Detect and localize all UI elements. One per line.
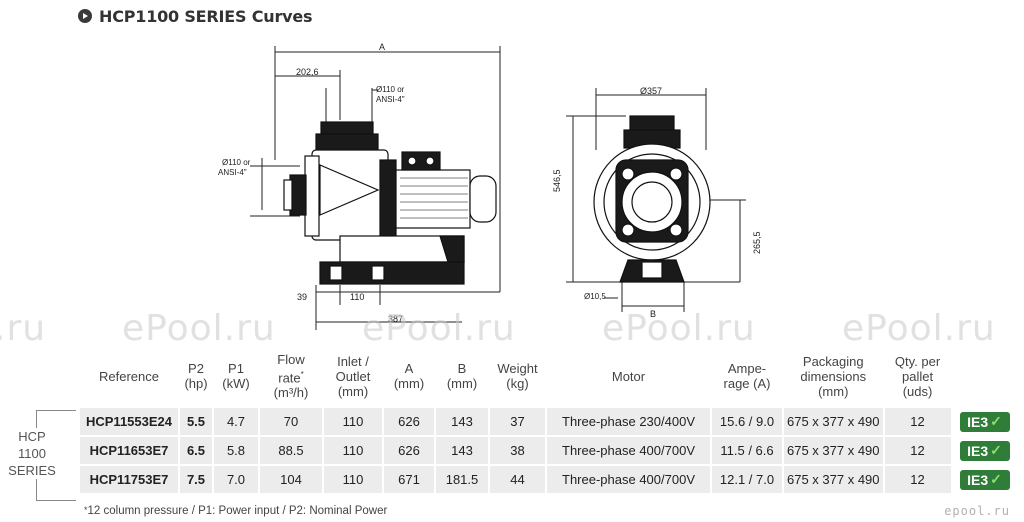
dim-a-label: A [379, 42, 386, 52]
dim-110-label: 110 [350, 292, 365, 302]
cell-packaging: 675 x 377 x 490 [784, 466, 883, 493]
section-title: HCP1100 SERIES Curves [78, 6, 313, 26]
dim-387-label: 387 [388, 314, 404, 324]
dim-outlet-label-2: ANSI-4" [376, 95, 405, 104]
checkmark-icon: ✓ [990, 442, 1002, 458]
dim-546-label: 546,5 [552, 169, 562, 192]
cell-reference: HCP11653E7 [80, 437, 178, 464]
ie3-badge: IE3✓ [959, 469, 1010, 490]
header-inlet: Inlet /Outlet(mm) [335, 353, 371, 399]
brand-watermark: epool.ru [944, 504, 1010, 518]
arrow-circle-icon [78, 9, 92, 23]
dim-265-label: 265,5 [752, 231, 762, 254]
cell-p1: 4.7 [214, 408, 258, 435]
checkmark-icon: ✓ [990, 471, 1002, 487]
cell-p2: 7.5 [180, 466, 212, 493]
cell-amperage: 12.1 / 7.0 [712, 466, 782, 493]
dim-202-label: 202,6 [296, 67, 319, 77]
dim-b-label: B [650, 309, 657, 319]
cell-motor: Three-phase 230/400V [547, 408, 710, 435]
dim-outlet-label: Ø110 or [376, 85, 405, 94]
watermark: ePool.ru [602, 308, 756, 349]
cell-inlet: 110 [324, 437, 382, 464]
table-row: HCP11553E24 5.5 4.7 70 110 626 143 37 Th… [80, 408, 1011, 435]
header-badge [953, 346, 1011, 406]
cell-p1: 5.8 [214, 437, 258, 464]
cell-inlet: 110 [324, 408, 382, 435]
cell-reference: HCP11553E24 [80, 408, 178, 435]
cell-flow: 88.5 [260, 437, 322, 464]
cell-b: 143 [436, 437, 488, 464]
cell-qty: 12 [884, 408, 951, 435]
cell-b: 143 [436, 408, 488, 435]
dim-39-label: 39 [297, 292, 308, 302]
dim-inlet-label-2: ANSI-4" [218, 168, 247, 177]
cell-a: 671 [384, 466, 434, 493]
dim-10-label: Ø10,5 [584, 292, 606, 301]
dim-inlet-label: Ø110 or [222, 158, 251, 167]
cell-p2: 5.5 [180, 408, 212, 435]
checkmark-icon: ✓ [990, 413, 1002, 429]
header-reference: Reference [99, 368, 159, 384]
header-a: A(mm) [393, 361, 425, 391]
cell-flow: 70 [260, 408, 322, 435]
series-label: HCP 1100 SERIES [4, 428, 60, 479]
cell-weight: 44 [490, 466, 545, 493]
cell-amperage: 15.6 / 9.0 [712, 408, 782, 435]
cell-motor: Three-phase 400/700V [547, 466, 710, 493]
cell-p2: 6.5 [180, 437, 212, 464]
table-row: HCP11653E7 6.5 5.8 88.5 110 626 143 38 T… [80, 437, 1011, 464]
watermark: ePool.ru [362, 308, 516, 349]
cell-qty: 12 [884, 466, 951, 493]
cell-a: 626 [384, 437, 434, 464]
cell-a: 626 [384, 408, 434, 435]
watermark: .ru [0, 308, 47, 349]
dim-357-label: Ø357 [640, 86, 663, 96]
cell-packaging: 675 x 377 x 490 [784, 437, 883, 464]
cell-qty: 12 [884, 437, 951, 464]
header-weight: Weight(kg) [497, 361, 538, 391]
technical-drawing [250, 46, 746, 330]
header-motor: Motor [611, 368, 646, 384]
header-p2: P2(hp) [184, 361, 208, 391]
watermark: ePool.ru [122, 308, 276, 349]
cell-flow: 104 [260, 466, 322, 493]
cell-inlet: 110 [324, 466, 382, 493]
header-p1: P1(kW) [222, 361, 250, 391]
cell-motor: Three-phase 400/700V [547, 437, 710, 464]
cell-packaging: 675 x 377 x 490 [784, 408, 883, 435]
watermark: ePool.ru [842, 308, 996, 349]
page-title: HCP1100 SERIES Curves [99, 6, 313, 26]
cell-p1: 7.0 [214, 466, 258, 493]
ie3-badge: IE3✓ [959, 411, 1010, 432]
cell-weight: 37 [490, 408, 545, 435]
table-row: HCP11753E7 7.5 7.0 104 110 671 181.5 44 … [80, 466, 1011, 493]
cell-amperage: 11.5 / 6.6 [712, 437, 782, 464]
header-b: B(mm) [446, 361, 478, 391]
cell-reference: HCP11753E7 [80, 466, 178, 493]
footnote: *12 column pressure / P1: Power input / … [84, 505, 388, 517]
ie3-badge: IE3✓ [959, 440, 1010, 461]
cell-weight: 38 [490, 437, 545, 464]
cell-b: 181.5 [436, 466, 488, 493]
header-amperage: Ampe-rage (A) [723, 361, 771, 391]
